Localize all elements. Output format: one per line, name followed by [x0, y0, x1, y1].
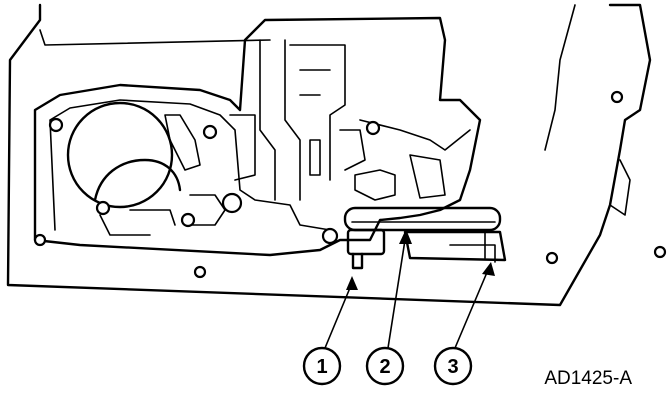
bolt-hole	[610, 90, 624, 104]
case-flange-edge	[39, 4, 631, 216]
arrowhead-2	[399, 229, 412, 244]
bolt-hole	[95, 200, 111, 216]
bolt-hole	[193, 265, 207, 279]
leader-line-2	[387, 239, 406, 349]
figure-id: AD1425-A	[544, 368, 632, 389]
retaining-bracket	[343, 206, 502, 232]
bolt-hole	[653, 245, 667, 259]
large-bore	[66, 101, 174, 209]
leader-line-1	[324, 282, 353, 349]
bolt-hole	[365, 120, 381, 136]
valve-body-inner-edge	[49, 99, 331, 231]
callout-1-label: 1	[316, 356, 327, 378]
manual-valve	[403, 230, 507, 262]
bore-shading	[164, 114, 201, 171]
callout-3: 3	[433, 346, 473, 386]
callout-2: 2	[365, 346, 405, 386]
bolt-hole	[33, 233, 47, 247]
manual-valve-detail	[449, 231, 496, 263]
bolt-hole	[180, 212, 196, 228]
fluid-channels	[99, 39, 471, 236]
bolt-hole	[221, 192, 243, 214]
bolt-hole	[48, 117, 64, 133]
detent-spring-roller	[346, 228, 386, 256]
leader-line-3	[454, 269, 489, 349]
detent-pin	[351, 252, 364, 270]
bore-inner-ring	[93, 158, 182, 202]
bolt-hole	[202, 124, 218, 140]
callout-3-label: 3	[447, 356, 458, 378]
bolt-hole	[545, 251, 559, 265]
arrowhead-1	[346, 276, 358, 290]
callout-1: 1	[302, 346, 342, 386]
valve-body-plate	[33, 16, 482, 257]
callout-2-label: 2	[379, 356, 390, 378]
transmission-case-outline	[6, 3, 652, 307]
arrowhead-3	[482, 262, 495, 276]
bolt-hole	[321, 227, 339, 245]
